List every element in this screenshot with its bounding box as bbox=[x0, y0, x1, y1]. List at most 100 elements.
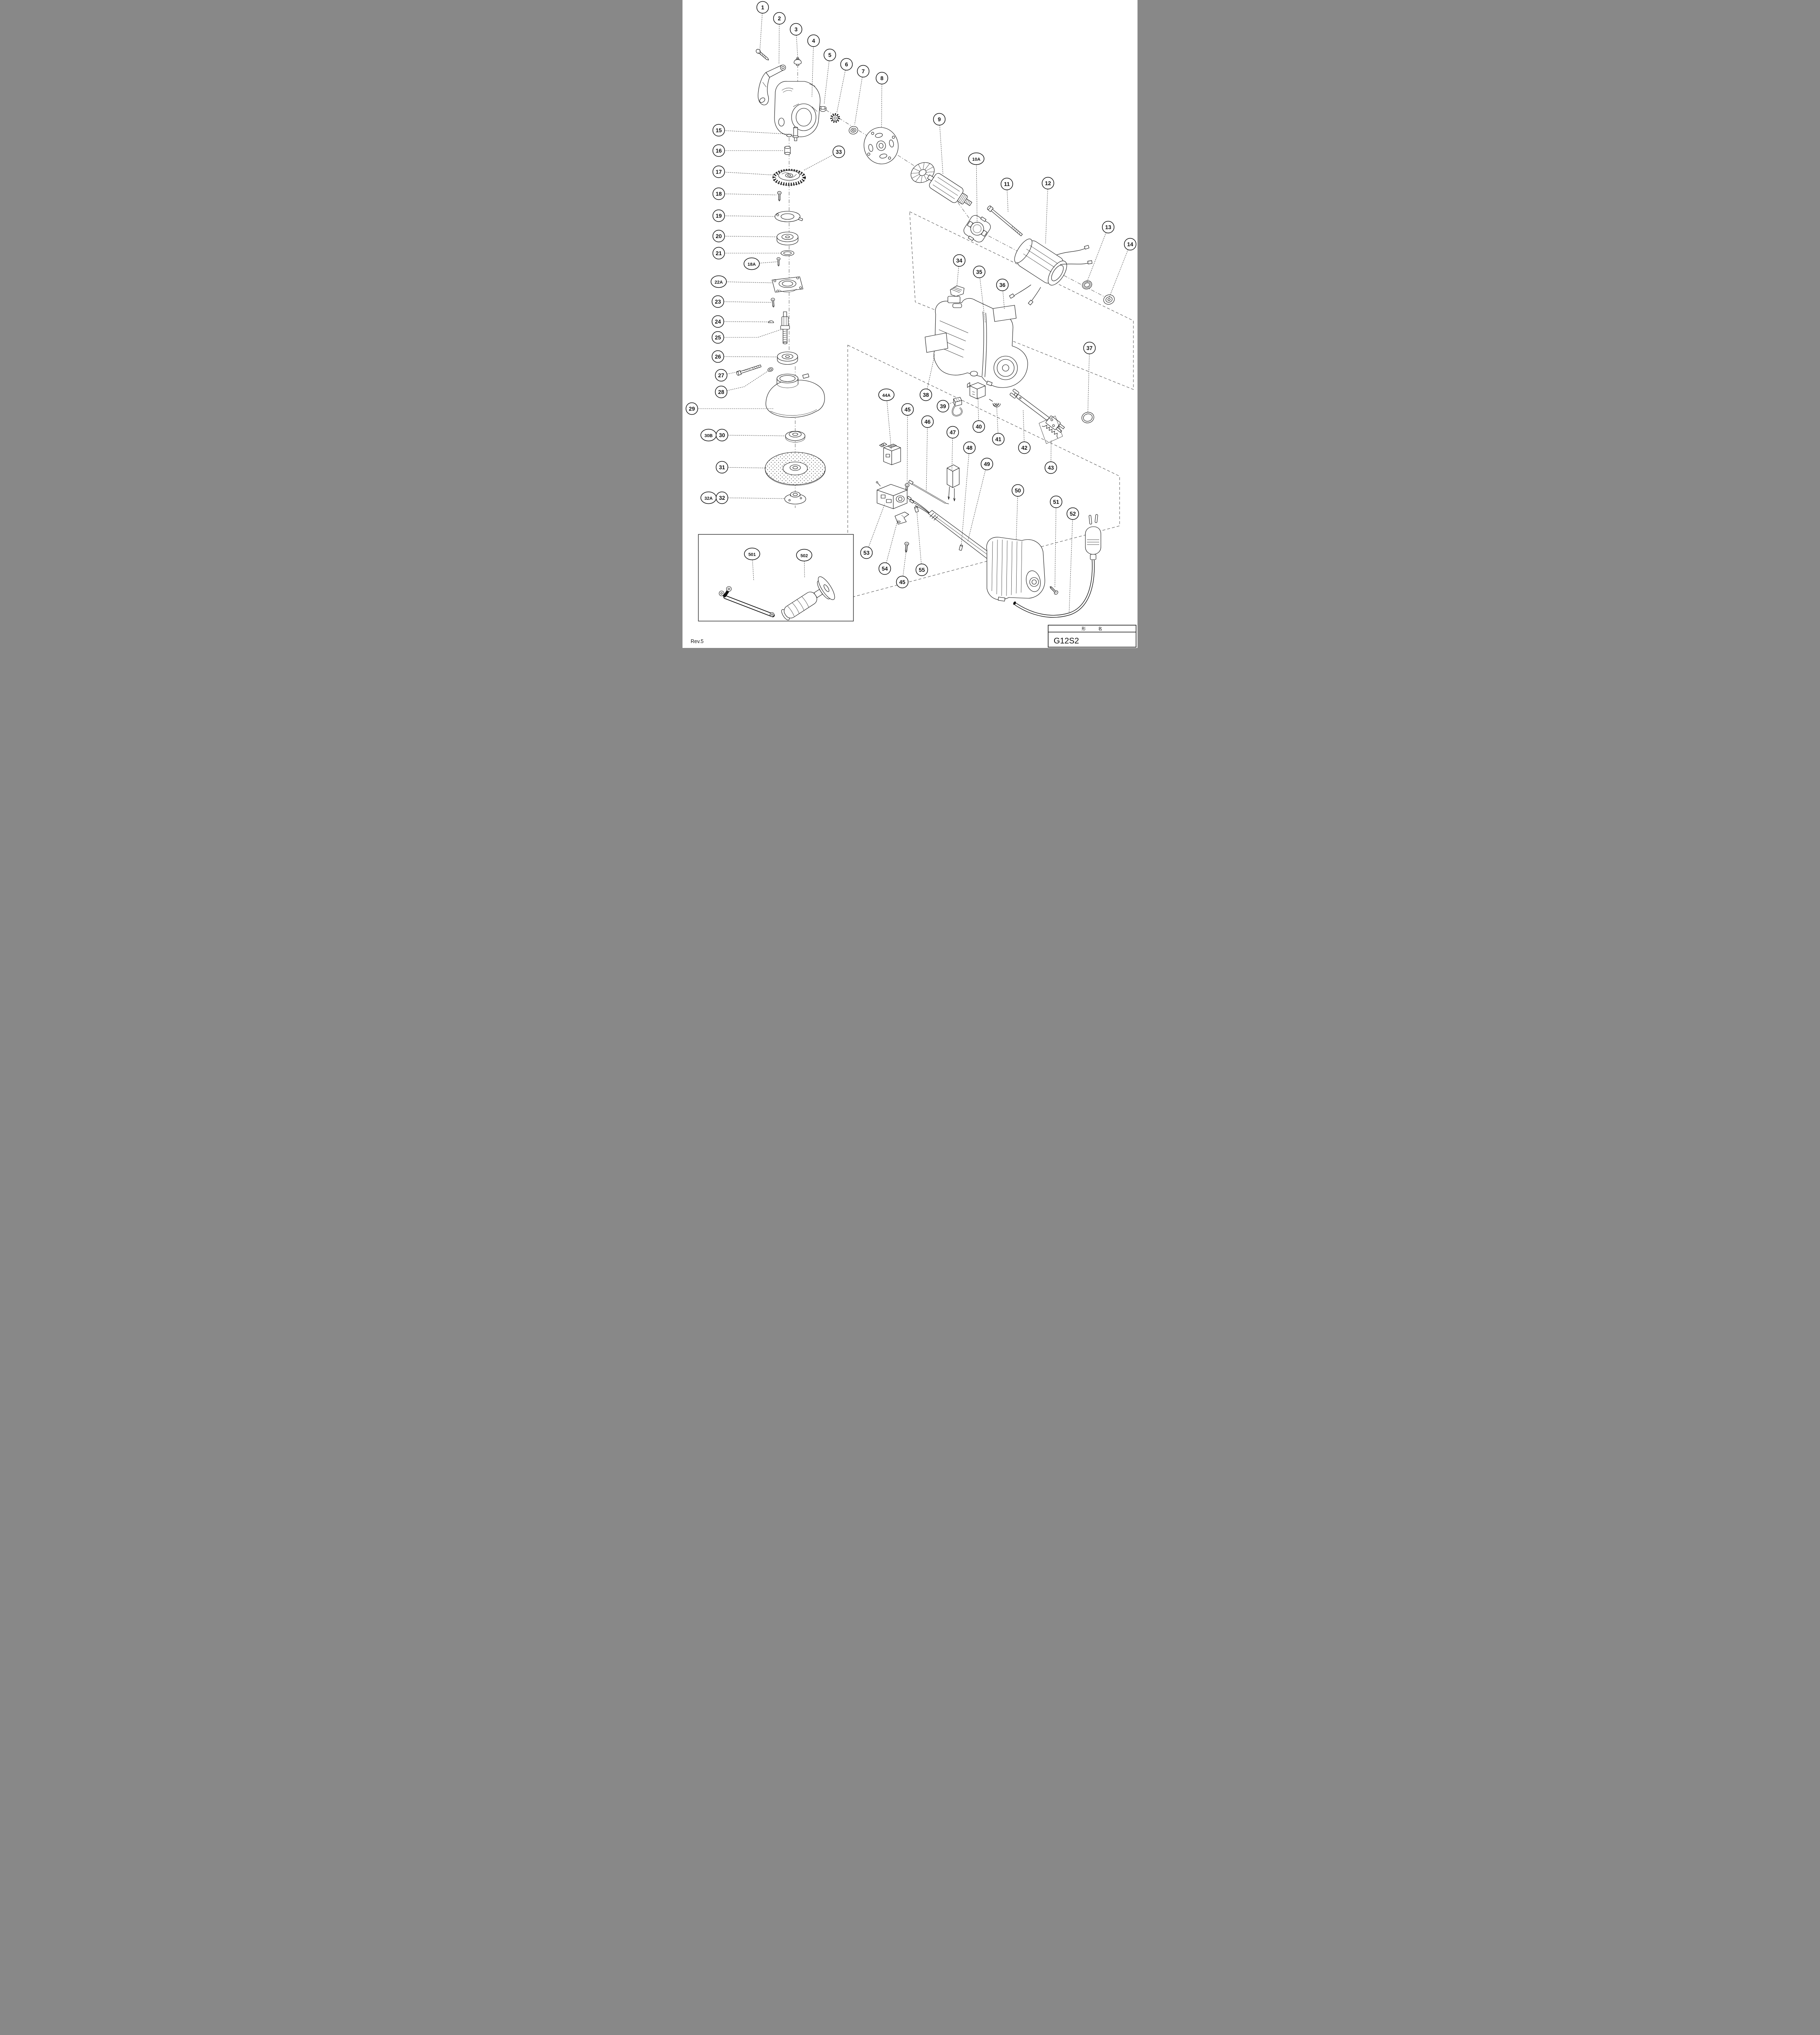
callout-37[interactable]: 37 bbox=[1083, 341, 1096, 354]
svg-text:45: 45 bbox=[899, 579, 906, 585]
leader-line-15 bbox=[718, 130, 793, 135]
callout-8[interactable]: 8 bbox=[875, 72, 888, 85]
callout-47[interactable]: 47 bbox=[946, 426, 959, 439]
part-nameplate-36 bbox=[993, 305, 1017, 322]
callout-19[interactable]: 19 bbox=[712, 209, 725, 222]
leader-line-31 bbox=[722, 467, 767, 468]
svg-text:35: 35 bbox=[976, 269, 982, 275]
leader-line-47 bbox=[952, 432, 953, 470]
leader-line-27 bbox=[721, 369, 751, 376]
callout-22A[interactable]: 22A bbox=[711, 275, 727, 288]
svg-text:502: 502 bbox=[801, 554, 808, 558]
leader-line-14 bbox=[1109, 244, 1131, 298]
callout-4[interactable]: 4 bbox=[807, 34, 820, 47]
callout-29[interactable]: 29 bbox=[685, 402, 698, 415]
callout-17[interactable]: 17 bbox=[712, 165, 725, 178]
callout-28[interactable]: 28 bbox=[715, 385, 728, 398]
callout-33[interactable]: 33 bbox=[832, 145, 845, 158]
callout-23[interactable]: 23 bbox=[711, 295, 724, 308]
callout-52[interactable]: 52 bbox=[1066, 507, 1079, 520]
callout-55[interactable]: 55 bbox=[915, 563, 928, 576]
callout-12[interactable]: 12 bbox=[1041, 177, 1054, 190]
leader-line-32 bbox=[722, 497, 785, 499]
callout-50[interactable]: 50 bbox=[1011, 484, 1024, 497]
callout-11[interactable]: 11 bbox=[1000, 177, 1013, 190]
callout-34[interactable]: 34 bbox=[953, 254, 966, 267]
callout-43[interactable]: 43 bbox=[1044, 461, 1057, 474]
callout-3[interactable]: 3 bbox=[790, 23, 803, 36]
part-ball-bearing-20 bbox=[777, 232, 798, 245]
part-wheel-nut-32 bbox=[784, 491, 806, 505]
svg-text:18A: 18A bbox=[748, 262, 756, 267]
callout-44A[interactable]: 44A bbox=[878, 388, 895, 401]
callout-18A[interactable]: 18A bbox=[744, 257, 760, 270]
callout-502[interactable]: 502 bbox=[796, 549, 812, 562]
callout-42[interactable]: 42 bbox=[1018, 441, 1031, 454]
exploded-diagram-canvas: 12345678910A11121314151617331819202118A2… bbox=[685, 1, 1137, 648]
callout-39[interactable]: 39 bbox=[936, 400, 949, 413]
callout-15[interactable]: 15 bbox=[712, 124, 725, 137]
leader-line-22A bbox=[718, 281, 773, 283]
part-nut-5 bbox=[819, 106, 827, 112]
callout-27[interactable]: 27 bbox=[715, 369, 728, 382]
callout-25[interactable]: 25 bbox=[711, 331, 724, 344]
callout-51[interactable]: 51 bbox=[1050, 495, 1063, 508]
leader-line-9 bbox=[939, 119, 943, 175]
leader-line-53 bbox=[866, 503, 885, 553]
callout-49[interactable]: 49 bbox=[980, 457, 993, 470]
callout-501[interactable]: 501 bbox=[744, 547, 760, 560]
callout-26[interactable]: 26 bbox=[711, 350, 724, 363]
callout-6[interactable]: 6 bbox=[840, 58, 853, 71]
callout-40[interactable]: 40 bbox=[972, 420, 985, 433]
svg-text:29: 29 bbox=[689, 406, 695, 412]
callout-53[interactable]: 53 bbox=[860, 546, 873, 559]
callout-20[interactable]: 20 bbox=[712, 230, 725, 243]
title-block: 形 名 G12S2 bbox=[1048, 625, 1137, 648]
part-pin-55 bbox=[914, 506, 919, 513]
callout-32[interactable]: 32 bbox=[715, 491, 728, 504]
callout-41[interactable]: 41 bbox=[992, 433, 1005, 446]
callout-38[interactable]: 38 bbox=[919, 388, 932, 401]
callout-48[interactable]: 48 bbox=[963, 441, 976, 454]
part-key-24 bbox=[768, 320, 774, 323]
callout-1[interactable]: 1 bbox=[756, 1, 769, 14]
callout-24[interactable]: 24 bbox=[711, 315, 724, 328]
svg-text:12: 12 bbox=[1045, 180, 1051, 186]
callout-30B[interactable]: 30B bbox=[700, 429, 717, 442]
callout-45[interactable]: 45 bbox=[901, 403, 914, 416]
svg-text:9: 9 bbox=[938, 116, 941, 123]
callout-32A[interactable]: 32A bbox=[700, 491, 717, 504]
part-stator-12 bbox=[1009, 239, 1093, 305]
callout-30[interactable]: 30 bbox=[715, 429, 728, 442]
callout-35[interactable]: 35 bbox=[973, 265, 986, 278]
callout-46[interactable]: 46 bbox=[921, 415, 934, 428]
part-tail-cover-50 bbox=[986, 537, 1045, 602]
leader-line-54 bbox=[884, 519, 898, 569]
svg-text:19: 19 bbox=[715, 213, 722, 219]
part-brush-plate-10A bbox=[963, 215, 991, 243]
callout-10A[interactable]: 10A bbox=[968, 152, 984, 165]
callout-13[interactable]: 13 bbox=[1102, 221, 1115, 234]
svg-text:40: 40 bbox=[976, 424, 982, 430]
leader-line-7 bbox=[854, 71, 864, 125]
callout-45[interactable]: 45 bbox=[896, 575, 909, 589]
callout-16[interactable]: 16 bbox=[712, 144, 725, 157]
callout-5[interactable]: 5 bbox=[823, 48, 836, 61]
callout-2[interactable]: 2 bbox=[773, 12, 786, 25]
callout-54[interactable]: 54 bbox=[878, 562, 891, 575]
callout-18[interactable]: 18 bbox=[712, 187, 725, 200]
group-box-switchgear bbox=[847, 345, 1120, 599]
callout-21[interactable]: 21 bbox=[712, 247, 725, 260]
part-switch-piece-40 bbox=[967, 382, 986, 399]
callout-36[interactable]: 36 bbox=[996, 278, 1009, 291]
svg-text:14: 14 bbox=[1127, 241, 1133, 247]
svg-text:50: 50 bbox=[1015, 488, 1021, 494]
svg-text:47: 47 bbox=[949, 429, 956, 435]
leader-line-38 bbox=[925, 354, 935, 395]
part-cap-3 bbox=[794, 57, 802, 66]
callout-31[interactable]: 31 bbox=[715, 461, 728, 474]
callout-9[interactable]: 9 bbox=[933, 113, 946, 126]
callout-14[interactable]: 14 bbox=[1124, 238, 1137, 251]
part-bearing-14 bbox=[1103, 294, 1115, 305]
callout-7[interactable]: 7 bbox=[857, 65, 870, 78]
